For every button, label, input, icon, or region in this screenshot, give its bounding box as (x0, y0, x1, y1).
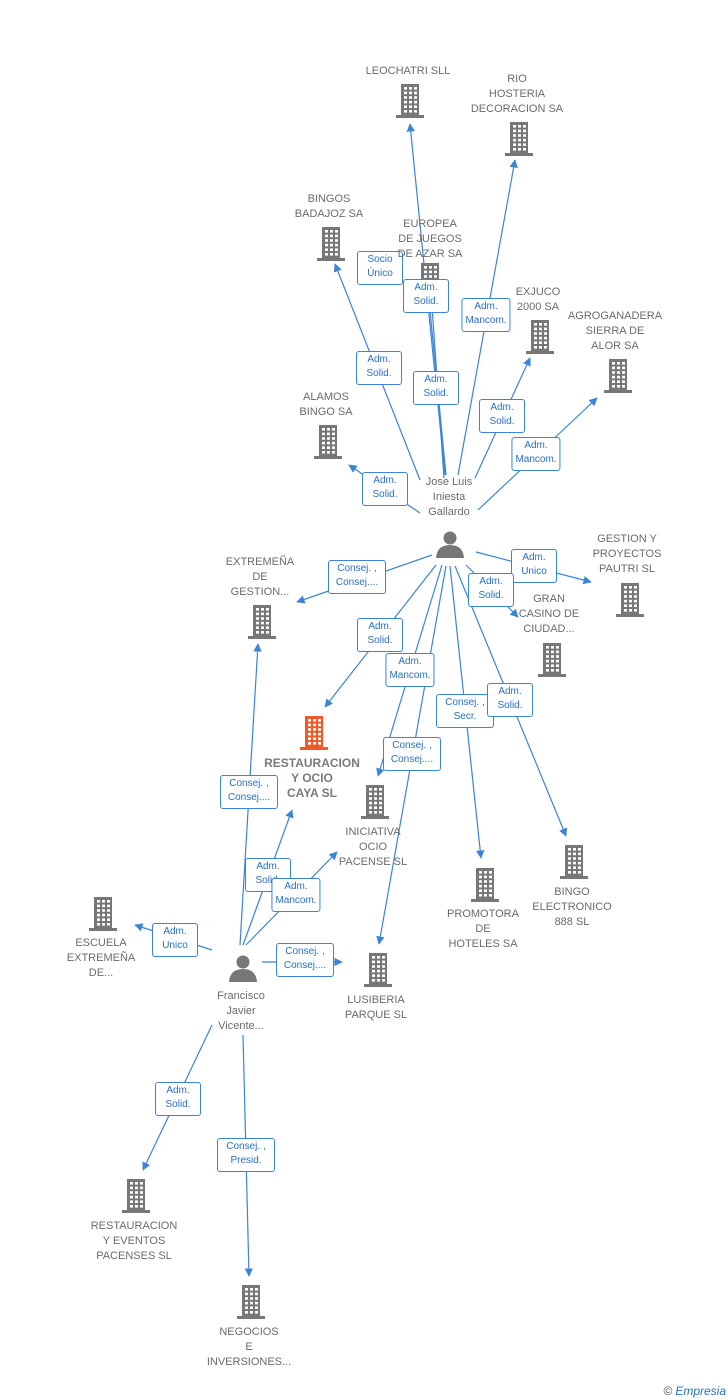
building-icon[interactable] (300, 716, 328, 750)
building-icon[interactable] (616, 583, 644, 617)
person-name-jose[interactable]: Jose Luis Iniesta Gallardo (425, 476, 473, 518)
building-icon[interactable] (364, 953, 392, 987)
company-name-extremena[interactable]: EXTREMEÑA DE GESTION... (225, 556, 295, 598)
edge-role-label[interactable]: Adm. Solid. (413, 371, 459, 405)
edge-role-label[interactable]: Adm. Solid. (356, 351, 402, 385)
edge-role-label[interactable]: Adm. Mancom. (461, 298, 511, 332)
edge-role-label[interactable]: Adm. Mancom. (271, 878, 321, 912)
building-icon[interactable] (314, 425, 342, 459)
company-name-promotora[interactable]: PROMOTORA DE HOTELES SA (447, 908, 519, 950)
company-name-europea[interactable]: EUROPEA DE JUEGOS DE AZAR SA (397, 218, 463, 260)
edge-role-label[interactable]: Socio Único (357, 251, 403, 285)
edge-role-label[interactable]: Adm. Mancom. (385, 653, 435, 687)
company-name-alamos[interactable]: ALAMOS BINGO SA (299, 391, 353, 418)
company-name-bingoe[interactable]: BINGO ELECTRONICO 888 SL (532, 886, 612, 928)
company-name-iniciativa[interactable]: INICIATIVA OCIO PACENSE SL (338, 826, 408, 868)
edge-role-label[interactable]: Consej. , Consej.... (276, 943, 334, 977)
company-name-rio[interactable]: RIO HOSTERIA DECORACION SA (470, 73, 564, 115)
building-icon[interactable] (560, 845, 588, 879)
edge-role-label[interactable]: Consej. , Consej.... (220, 775, 278, 809)
edge-role-label[interactable]: Adm. Mancom. (511, 437, 561, 471)
person-icon[interactable] (436, 531, 464, 559)
edge-role-label[interactable]: Adm. Solid. (362, 472, 408, 506)
edge-role-label[interactable]: Adm. Solid. (468, 573, 514, 607)
company-name-leochatri[interactable]: LEOCHATRI SLL (365, 65, 451, 77)
edge-role-label[interactable]: Adm. Solid. (487, 683, 533, 717)
person-name-francisco[interactable]: Francisco Javier Vicente... (217, 990, 265, 1032)
edge-role-label[interactable]: Adm. Unico (511, 549, 557, 583)
edge-role-label[interactable]: Adm. Solid. (357, 618, 403, 652)
company-name-restauracion_ev[interactable]: RESTAURACION Y EVENTOS PACENSES SL (90, 1220, 178, 1262)
building-icon[interactable] (538, 643, 566, 677)
building-icon[interactable] (122, 1179, 150, 1213)
edge-role-label[interactable]: Adm. Solid. (403, 279, 449, 313)
company-name-restauracion[interactable]: RESTAURACION Y OCIO CAYA SL (264, 756, 360, 800)
brand-name: Empresia (675, 1384, 726, 1398)
building-icon[interactable] (248, 605, 276, 639)
building-icon[interactable] (89, 897, 117, 931)
company-name-escuela[interactable]: ESCUELA EXTREMEÑA DE... (66, 937, 136, 979)
edge-role-label[interactable]: Adm. Solid. (479, 399, 525, 433)
company-name-agroganadera[interactable]: AGROGANADERA SIERRA DE ALOR SA (567, 310, 663, 352)
company-name-bingos[interactable]: BINGOS BADAJOZ SA (294, 193, 364, 220)
person-icon[interactable] (229, 955, 257, 983)
edge-role-label[interactable]: Adm. Solid. (155, 1082, 201, 1116)
edge-role-label[interactable]: Consej. , Consej.... (328, 560, 386, 594)
footer-brand[interactable]: ©Empresia (663, 1384, 726, 1398)
building-icon[interactable] (237, 1285, 265, 1319)
building-icon[interactable] (317, 227, 345, 261)
company-name-gran[interactable]: GRAN CASINO DE CIUDAD... (518, 593, 580, 635)
edge-role-label[interactable]: Consej. , Consej.... (383, 737, 441, 771)
edge-role-label[interactable]: Adm. Solid. (245, 858, 291, 892)
building-icon[interactable] (505, 122, 533, 156)
edge-role-label[interactable]: Consej. , Secr. (436, 694, 494, 728)
copyright-symbol: © (663, 1384, 673, 1398)
building-icon[interactable] (471, 868, 499, 902)
building-icon[interactable] (526, 320, 554, 354)
company-name-lusiberia[interactable]: LUSIBERIA PARQUE SL (344, 994, 408, 1021)
building-icon[interactable] (396, 84, 424, 118)
company-name-exjuco[interactable]: EXJUCO 2000 SA (515, 286, 561, 313)
building-icon[interactable] (604, 359, 632, 393)
company-name-gestion[interactable]: GESTION Y PROYECTOS PAUTRI SL (592, 533, 662, 575)
building-icon[interactable] (361, 785, 389, 819)
edge-role-label[interactable]: Consej. , Presid. (217, 1138, 275, 1172)
company-name-negocios[interactable]: NEGOCIOS E INVERSIONES... (206, 1326, 292, 1368)
edge-role-label[interactable]: Adm. Unico (152, 923, 198, 957)
